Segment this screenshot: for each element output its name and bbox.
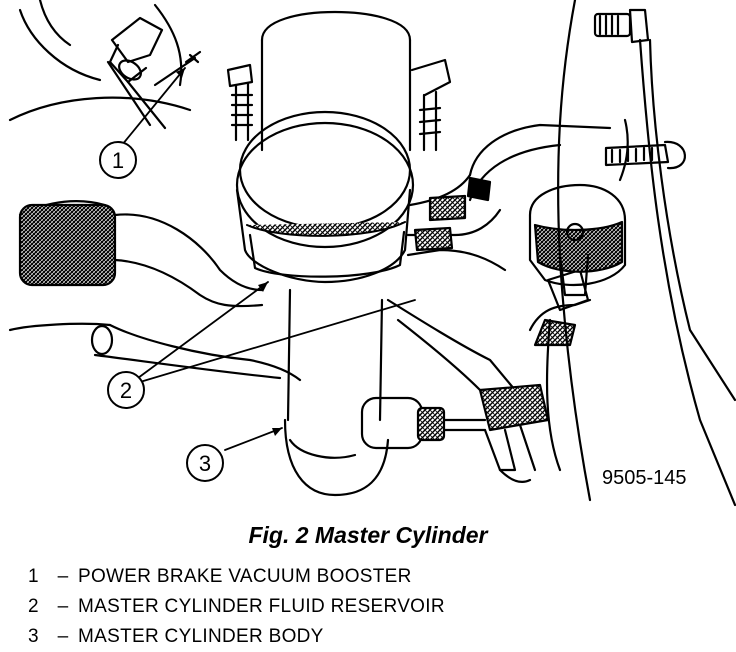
fluid-level-sensor-connector xyxy=(478,268,592,484)
legend-separator: – xyxy=(57,626,69,647)
booster-stud-fitting xyxy=(106,16,202,130)
callout-3-number: 3 xyxy=(199,451,211,476)
firewall-panel-lines xyxy=(557,0,736,507)
legend-separator: – xyxy=(57,596,69,617)
callout-1-number: 1 xyxy=(112,148,124,173)
callout-1: 1 xyxy=(99,141,137,179)
fluid-reservoir-body xyxy=(235,10,415,284)
legend-number: 1 xyxy=(28,566,39,587)
vacuum-hose xyxy=(8,200,302,382)
master-cylinder-diagram: 1 2 3 9505-145 xyxy=(8,0,736,507)
mounting-bolts xyxy=(593,8,686,170)
callout-legend: 1–POWER BRAKE VACUUM BOOSTER 2–MASTER CY… xyxy=(28,562,445,652)
check-valve-housing xyxy=(528,183,627,297)
callout-leader-lines xyxy=(121,67,416,451)
callout-arrowheads xyxy=(176,68,282,436)
reference-code: 9505-145 xyxy=(602,467,687,489)
callout-3: 3 xyxy=(186,444,224,482)
legend-label: MASTER CYLINDER BODY xyxy=(78,626,324,647)
legend-label: POWER BRAKE VACUUM BOOSTER xyxy=(78,566,412,587)
legend-item-2: 2–MASTER CYLINDER FLUID RESERVOIR xyxy=(28,592,445,622)
brake-lines xyxy=(386,123,612,392)
callout-2: 2 xyxy=(107,371,145,409)
legend-item-1: 1–POWER BRAKE VACUUM BOOSTER xyxy=(28,562,445,592)
legend-label: MASTER CYLINDER FLUID RESERVOIR xyxy=(78,596,445,617)
legend-number: 3 xyxy=(28,626,39,647)
legend-number: 2 xyxy=(28,596,39,617)
callout-2-number: 2 xyxy=(120,378,132,403)
legend-separator: – xyxy=(57,566,69,587)
master-cylinder-body xyxy=(283,288,487,497)
legend-item-3: 3–MASTER CYLINDER BODY xyxy=(28,622,445,652)
reservoir-mounting-studs xyxy=(226,58,452,152)
figure-caption: Fig. 2 Master Cylinder xyxy=(248,522,488,548)
vacuum-booster-outline xyxy=(8,0,192,122)
